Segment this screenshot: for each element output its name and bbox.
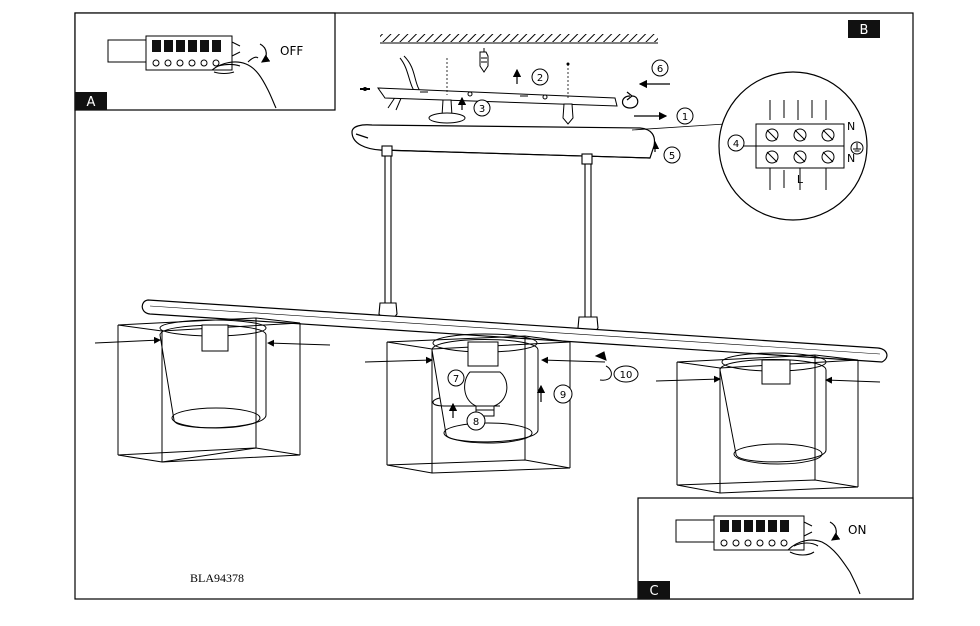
rotate-arrow-icon (829, 521, 841, 541)
terminal-block-icon (107, 35, 241, 71)
svg-text:2: 2 (537, 73, 543, 84)
side-screw-icon (360, 87, 370, 91)
panel-letter: A (87, 95, 96, 110)
lamp-shade-middle (364, 333, 612, 474)
svg-text:8: 8 (473, 417, 479, 428)
mounting-bracket (377, 87, 618, 107)
rotate-icon (621, 91, 639, 109)
svg-text:4: 4 (733, 139, 739, 150)
screw-icon (479, 48, 489, 73)
step-3: 3 (473, 99, 491, 117)
svg-text:N: N (847, 152, 855, 165)
svg-text:3: 3 (479, 104, 485, 115)
step-10: 10 (613, 365, 639, 383)
terminal-detail: N L N 4 (718, 71, 868, 221)
supply-wires (387, 55, 425, 111)
model-code: BLA94378 (190, 571, 244, 585)
svg-text:10: 10 (620, 370, 633, 381)
detail-leader (631, 123, 726, 131)
step-2: 2 (531, 68, 549, 86)
panel-letter: B (860, 23, 869, 38)
svg-text:7: 7 (453, 374, 459, 385)
step-1: 1 (676, 107, 694, 125)
switch-off-label: OFF (280, 44, 303, 58)
svg-text:9: 9 (560, 390, 566, 401)
panel-letter: C (649, 584, 658, 599)
step-6: 6 (651, 59, 669, 77)
step-4: 4 (727, 134, 745, 152)
dowel-icon (428, 99, 574, 125)
svg-text:5: 5 (669, 151, 675, 162)
lamp-shade-right (655, 352, 881, 494)
suspension-rods (378, 145, 599, 333)
rotate-arrow-icon (259, 43, 271, 63)
light-bulb-icon (464, 371, 508, 417)
canopy (351, 124, 656, 159)
panel-b-badge: B (848, 20, 880, 38)
panel-c: ON C (637, 497, 914, 600)
step-arrows (448, 68, 670, 418)
lamp-shade-left (94, 317, 331, 463)
hand-icon (211, 56, 277, 109)
svg-text:1: 1 (682, 112, 688, 123)
step-9: 9 (553, 384, 573, 404)
step-7: 7 (447, 369, 465, 387)
switch-on-label: ON (848, 523, 866, 537)
earth-icon (850, 141, 864, 155)
svg-text:L: L (797, 173, 804, 186)
step-5: 5 (663, 146, 681, 164)
ceiling (380, 34, 658, 44)
outer-frame (74, 12, 914, 600)
light-bar (141, 299, 888, 363)
svg-text:6: 6 (657, 64, 663, 75)
hand-icon (787, 539, 861, 595)
terminal-block-icon (675, 515, 813, 551)
panel-a: OFF A (74, 12, 336, 111)
svg-text:N: N (847, 120, 855, 133)
step-8: 8 (466, 411, 486, 431)
